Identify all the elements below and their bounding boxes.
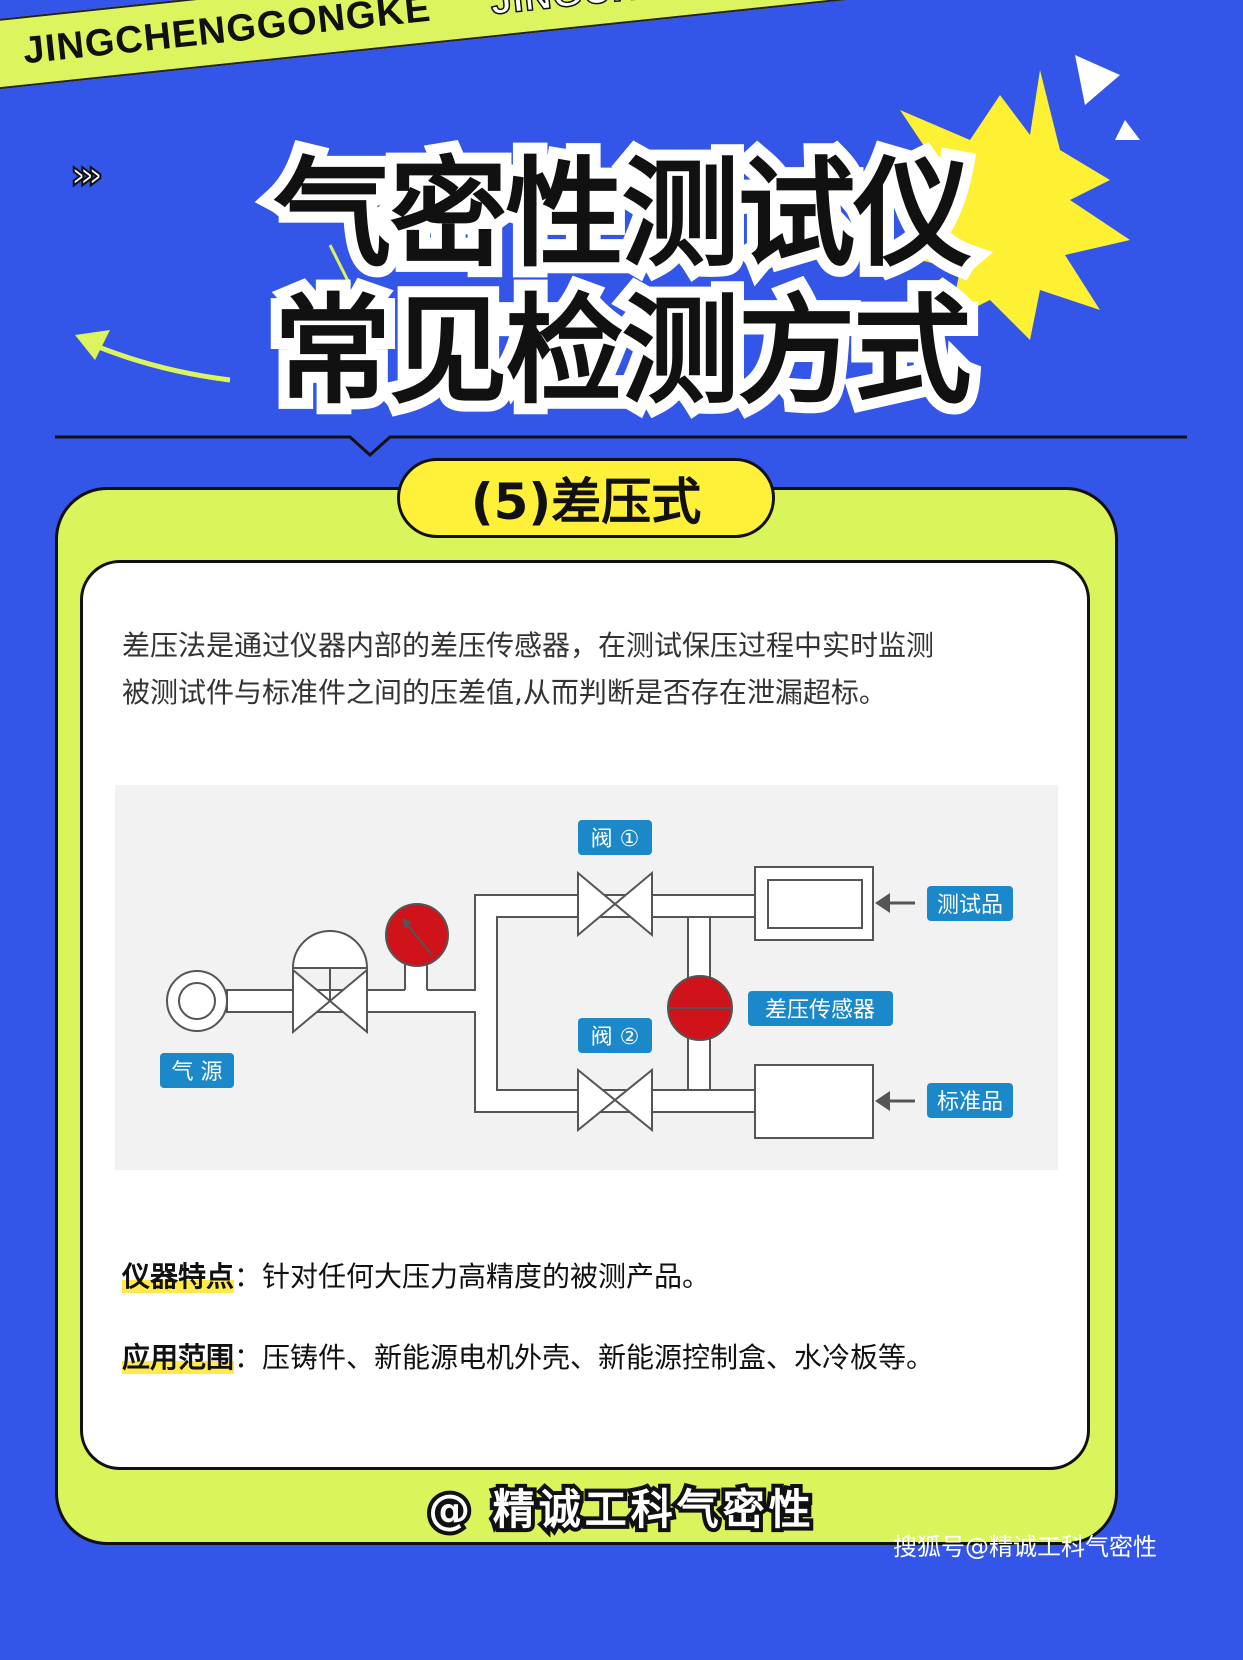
divider-notch bbox=[55, 435, 1187, 458]
feature-row-2: 应用范围：压铸件、新能源电机外壳、新能源控制盒、水冷板等。 bbox=[122, 1336, 934, 1376]
svg-text:气 源: 气 源 bbox=[172, 1060, 223, 1085]
pressure-gauge-icon bbox=[385, 903, 449, 967]
standard-part-box bbox=[754, 1064, 874, 1139]
differential-pressure-diagram: 气 源 阀 ① 阀 ② 测试品 差压传感器 标准品 bbox=[115, 785, 1058, 1170]
feature-row-1: 仪器特点：针对任何大压力高精度的被测产品。 bbox=[122, 1255, 710, 1295]
valve-1-icon bbox=[577, 870, 653, 938]
feature-text: ：针对任何大压力高精度的被测产品。 bbox=[234, 1260, 711, 1293]
description-line-1: 差压法是通过仪器内部的差压传感器，在测试保压过程中实时监测 bbox=[122, 629, 935, 662]
source-watermark: 搜狐号@精诚工科气密性 bbox=[893, 1533, 1157, 1561]
valve-2-icon bbox=[577, 1067, 653, 1133]
pipe-gauge bbox=[405, 960, 427, 992]
svg-text:阀 ②: 阀 ② bbox=[591, 1025, 640, 1050]
pipe bbox=[226, 894, 756, 1113]
label-valve-1: 阀 ① bbox=[578, 820, 652, 855]
spark-icon bbox=[1115, 120, 1140, 140]
svg-text:阀 ①: 阀 ① bbox=[591, 827, 640, 852]
regulator-dome-icon bbox=[291, 930, 369, 969]
feature-label: 仪器特点 bbox=[122, 1260, 235, 1293]
regulator-valve-icon bbox=[292, 967, 368, 1035]
label-source: 气 源 bbox=[160, 1053, 234, 1088]
footer-brand: @ 精诚工科气密性 bbox=[424, 1481, 815, 1538]
spark-icon bbox=[1075, 55, 1120, 105]
section-pill: (5)差压式 bbox=[397, 458, 775, 538]
title-line-2: 常见检测方式 bbox=[262, 271, 982, 431]
feature-label: 应用范围 bbox=[122, 1341, 235, 1374]
arrow-icon bbox=[875, 893, 890, 913]
label-valve-2: 阀 ② bbox=[578, 1018, 652, 1053]
title-line-1: 气密性测试仪 bbox=[262, 134, 982, 294]
decorations bbox=[55, 55, 1187, 458]
svg-text:标准品: 标准品 bbox=[937, 1090, 1003, 1115]
feature-text: ：压铸件、新能源电机外壳、新能源控制盒、水冷板等。 bbox=[234, 1341, 935, 1374]
label-test-part: 测试品 bbox=[927, 886, 1013, 921]
description-line-2: 被测试件与标准件之间的压差值,从而判断是否存在泄漏超标。 bbox=[122, 676, 887, 709]
svg-text:测试品: 测试品 bbox=[937, 893, 1003, 918]
label-standard-part: 标准品 bbox=[927, 1083, 1013, 1118]
starburst-icon bbox=[860, 70, 1130, 340]
arrow-icon bbox=[875, 1091, 890, 1111]
label-sensor: 差压传感器 bbox=[748, 991, 893, 1026]
svg-text:差压传感器: 差压传感器 bbox=[765, 998, 875, 1023]
arrow-head-icon bbox=[75, 330, 110, 360]
